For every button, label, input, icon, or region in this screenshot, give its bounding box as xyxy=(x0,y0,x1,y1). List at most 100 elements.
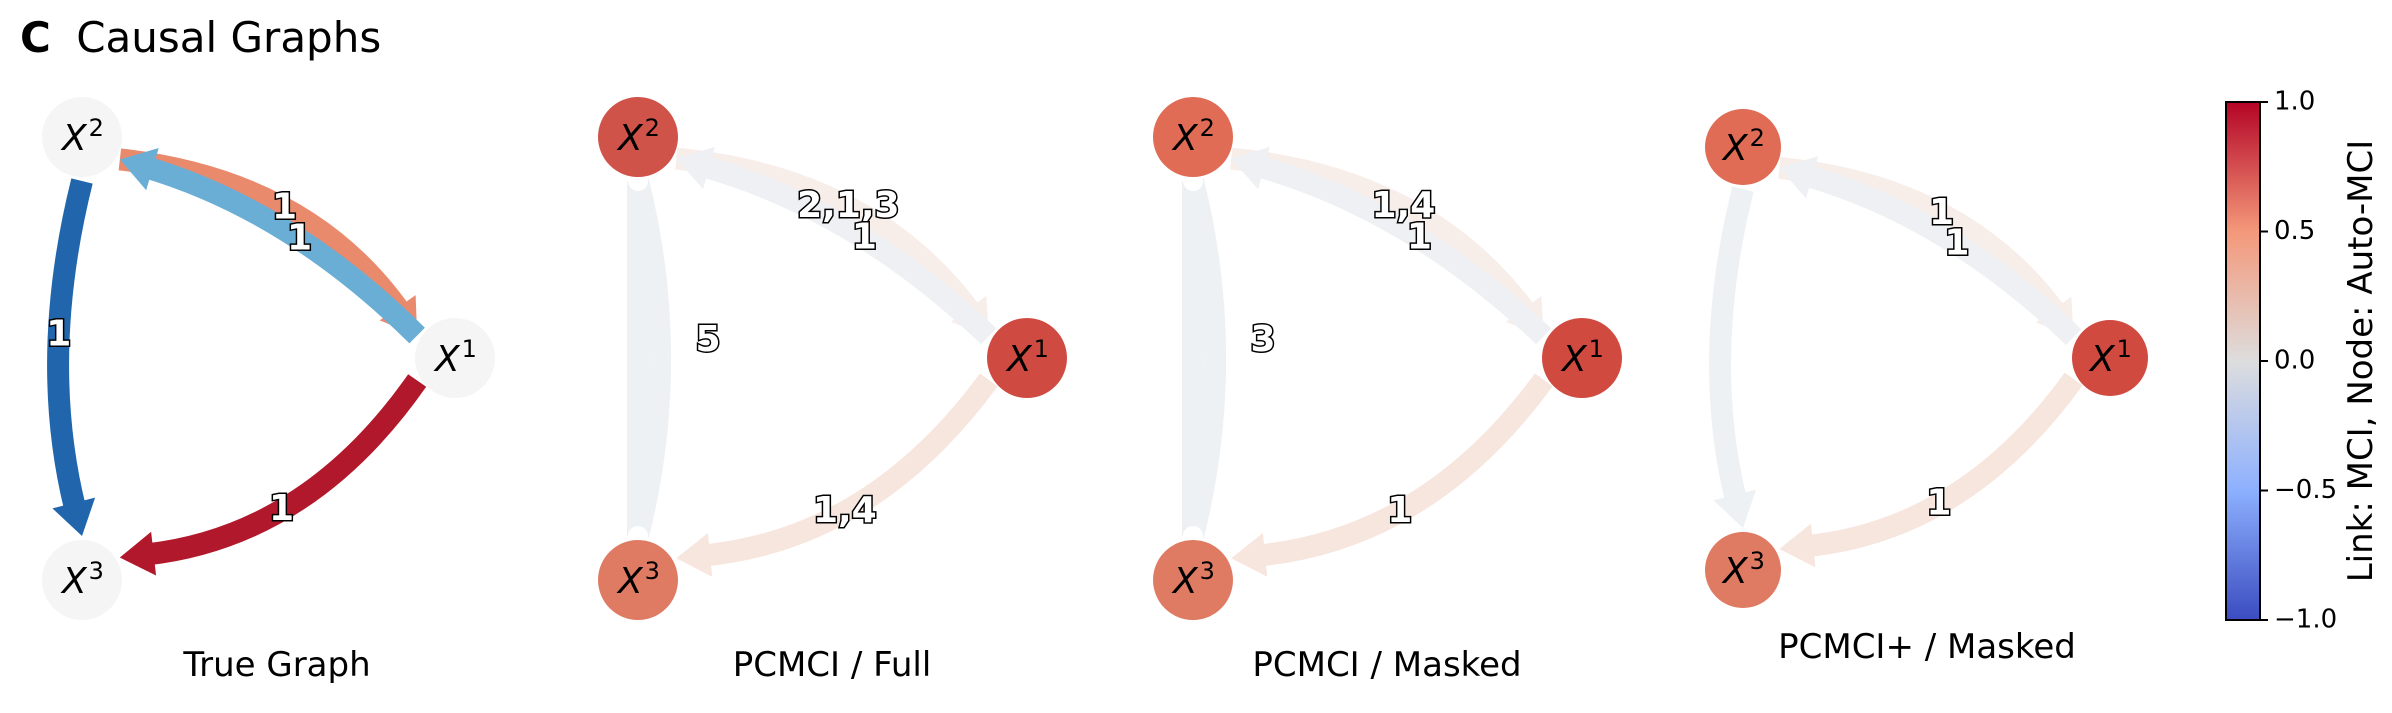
edge-label: 1 xyxy=(269,488,294,529)
edge-x3-to-x2 xyxy=(1182,178,1227,539)
colorbar-tick-label: −1.0 xyxy=(2274,605,2337,635)
edge-group xyxy=(626,146,998,577)
node-label-base: X xyxy=(1560,339,1588,380)
node-label: X2 xyxy=(60,114,104,159)
node-x3 xyxy=(598,540,678,620)
edge-label: 1 xyxy=(46,313,71,354)
colorbar-label: Link: MCI, Node: Auto-MCI xyxy=(2341,140,2381,583)
node-label: X1 xyxy=(433,335,477,380)
edge-x3-to-x2 xyxy=(627,178,672,539)
node-label-base: X xyxy=(433,339,461,380)
edge-label: 1 xyxy=(852,217,877,258)
colorbar-tick-label: 1.0 xyxy=(2274,87,2315,117)
edge-label: 1 xyxy=(1407,217,1432,258)
node-label-sup: 3 xyxy=(89,557,104,585)
colorbar-tick-label: −0.5 xyxy=(2274,475,2337,505)
node-x1 xyxy=(1542,318,1622,398)
node-x2 xyxy=(598,97,678,177)
node-x2 xyxy=(1153,97,1233,177)
panel-letter: C xyxy=(20,13,51,62)
node-label-base: X xyxy=(1171,118,1199,159)
edge-label: 2,1,3 xyxy=(797,185,900,226)
edge-x2-to-x3 xyxy=(1709,186,1754,505)
panel-title: PCMCI / Masked xyxy=(1252,645,1521,685)
panel-title: PCMCI / Full xyxy=(733,645,932,685)
node-x3 xyxy=(1153,540,1233,620)
node-x2 xyxy=(42,97,122,177)
arrow-head xyxy=(119,531,157,576)
edge-group xyxy=(1709,156,2083,568)
edge-label: 1,4 xyxy=(1371,185,1435,226)
edge-x1-to-x2 xyxy=(699,155,997,345)
edge-label-group: 111 xyxy=(1925,190,1971,524)
node-x1 xyxy=(2072,320,2148,396)
node-label: X1 xyxy=(2088,335,2132,380)
node-label: X1 xyxy=(1005,335,1049,380)
node-label: X2 xyxy=(1171,114,1215,159)
edge-x1-to-x3 xyxy=(1257,373,1553,567)
node-label-base: X xyxy=(1005,339,1033,380)
arrow-head xyxy=(1231,146,1270,190)
edge-x1-to-x3 xyxy=(145,374,427,566)
arrow-head xyxy=(1713,489,1757,528)
node-label: X1 xyxy=(1560,335,1604,380)
node-label: X3 xyxy=(1721,547,1765,592)
colorbar-tick-label: 0.5 xyxy=(2274,216,2315,246)
node-label-base: X xyxy=(60,118,88,159)
edge-label: 1 xyxy=(1387,490,1412,531)
arrow-head xyxy=(1231,532,1268,577)
edge-x2-to-x3 xyxy=(47,178,93,513)
node-label-sup: 1 xyxy=(2117,335,2132,363)
node-label-base: X xyxy=(1721,551,1749,592)
edge-x1-to-x2 xyxy=(1802,164,2082,345)
node-label-sup: 3 xyxy=(645,557,660,585)
edge-group xyxy=(1181,146,1553,577)
panel-title: True Graph xyxy=(182,645,370,685)
node-x3 xyxy=(1705,532,1781,608)
figure-title: C Causal Graphs xyxy=(20,13,381,62)
node-x2 xyxy=(1705,109,1781,185)
node-label-sup: 2 xyxy=(1750,124,1765,152)
colorbar-ticks: 1.0 0.5 0.0 −0.5 −1.0 xyxy=(2260,87,2337,635)
colorbar-gradient xyxy=(2225,101,2261,621)
node-label-sup: 2 xyxy=(1200,114,1215,142)
arrow-head xyxy=(676,146,715,190)
edge-label: 1 xyxy=(272,186,297,227)
node-label-base: X xyxy=(1721,128,1749,169)
node-x3 xyxy=(42,540,122,620)
colorbar: 1.0 0.5 0.0 −0.5 −1.0 Link: MCI, Node: Auto-… xyxy=(2225,87,2381,635)
edge-group xyxy=(47,148,427,576)
edge-x1-to-x2 xyxy=(1254,155,1552,345)
arrow-head xyxy=(52,497,96,536)
node-label: X2 xyxy=(616,114,660,159)
node-label: X2 xyxy=(1721,124,1765,169)
node-label-sup: 1 xyxy=(1589,335,1604,363)
edge-label-group: 2,1,311,45 xyxy=(694,184,901,533)
node-label-base: X xyxy=(616,118,644,159)
edge-label: 1 xyxy=(1926,482,1951,523)
edge-x1-to-x3 xyxy=(1805,372,2083,558)
colorbar-tick-label: 0.0 xyxy=(2274,346,2315,376)
node-label-base: X xyxy=(1171,561,1199,602)
node-label-sup: 1 xyxy=(462,335,477,363)
node-label: X3 xyxy=(1171,557,1215,602)
edge-label: 1,4 xyxy=(813,490,877,531)
arrow-head xyxy=(119,148,159,191)
arrow-head xyxy=(1779,523,1816,568)
node-label-base: X xyxy=(60,561,88,602)
node-label-sup: 1 xyxy=(1034,335,1049,363)
edge-label: 1 xyxy=(1929,192,1954,233)
edge-x1-to-x2 xyxy=(142,156,425,344)
node-label-base: X xyxy=(616,561,644,602)
node-label-base: X xyxy=(2088,339,2116,380)
